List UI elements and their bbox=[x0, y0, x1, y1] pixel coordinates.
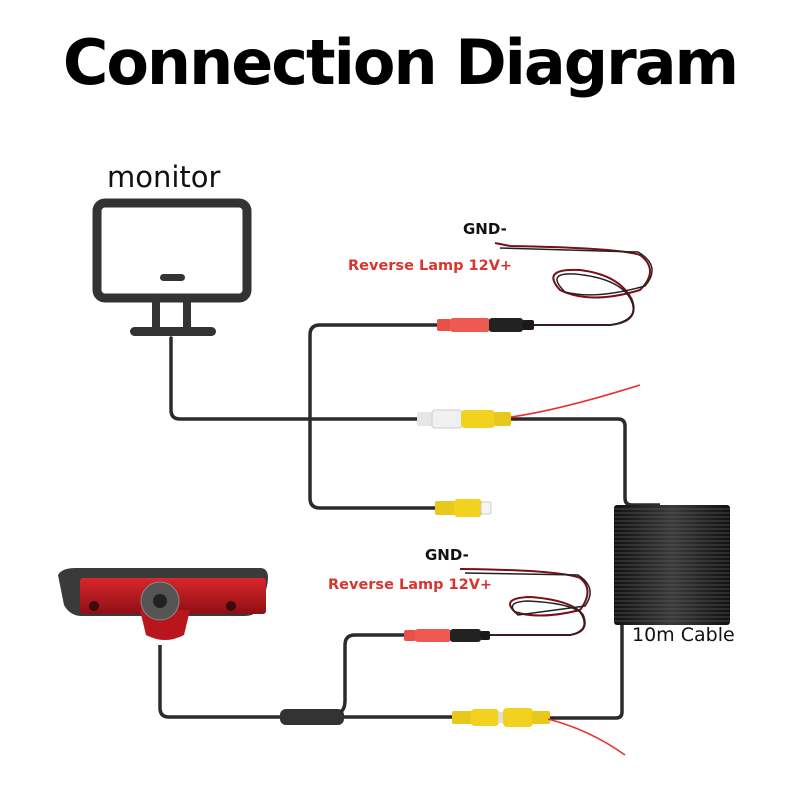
power-branch-wire bbox=[308, 323, 442, 421]
yellow-rca-output bbox=[435, 499, 492, 517]
top-to-coil-wire bbox=[511, 417, 660, 507]
bottom-power-branch-wire bbox=[339, 633, 405, 714]
cable-length-label: 10m Cable bbox=[632, 624, 735, 646]
bottom-reverse-lamp-label: Reverse Lamp 12V+ bbox=[328, 577, 493, 593]
monitor-icon bbox=[92, 198, 252, 336]
bottom-trigger-red-wire bbox=[547, 718, 626, 756]
bottom-gnd-label: GND- bbox=[425, 546, 469, 564]
monitor-harness bbox=[169, 323, 442, 510]
top-power-connector bbox=[437, 318, 534, 332]
splitter-box bbox=[280, 709, 344, 725]
top-trigger-red-wire bbox=[510, 384, 641, 418]
bottom-power-connector bbox=[404, 629, 490, 642]
page-title: Connection Diagram bbox=[62, 26, 739, 99]
top-reverse-lamp-label: Reverse Lamp 12V+ bbox=[348, 258, 513, 274]
top-rca-connector bbox=[417, 409, 511, 429]
top-gnd-label: GND- bbox=[463, 220, 507, 238]
bottom-rca-connector bbox=[452, 708, 550, 727]
monitor-video-wire bbox=[169, 336, 422, 421]
yellow-out-branch-wire bbox=[308, 417, 437, 510]
coil-to-bottom-wire bbox=[548, 625, 624, 720]
monitor-label: monitor bbox=[107, 160, 221, 194]
brake-light-camera bbox=[58, 568, 268, 640]
camera-wire bbox=[158, 645, 285, 719]
top-red-black-wire bbox=[494, 242, 651, 326]
cable-coil bbox=[614, 505, 730, 625]
